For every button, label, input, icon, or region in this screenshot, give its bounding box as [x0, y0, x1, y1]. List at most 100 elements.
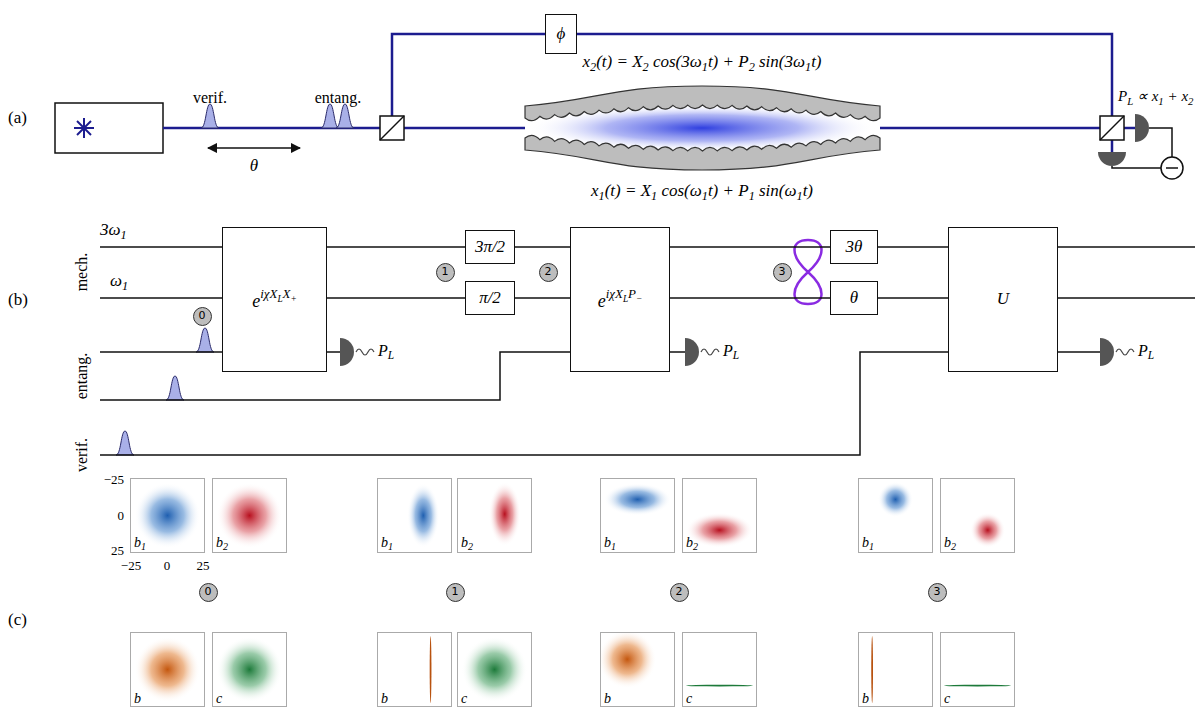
glyph-run: (c) [8, 610, 27, 629]
glyph-run: iχX [260, 286, 277, 301]
optical-path [392, 34, 545, 116]
signal-equation: PL ∝ x1 + x2 [1118, 88, 1193, 107]
quasi-distribution [859, 633, 932, 706]
glyph-run: entang. [73, 353, 90, 400]
panel-label: b1 [134, 535, 146, 552]
operator-label: 3θ [846, 238, 863, 257]
callout-number: 0 [193, 307, 212, 326]
glyph-run: 1 [797, 189, 803, 203]
glyph-run: ω [110, 271, 122, 290]
circuit-wire [670, 246, 830, 248]
wire-label: ω1 [110, 272, 128, 293]
glyph-run: 3 [934, 585, 941, 598]
circuit-line [1058, 351, 1100, 353]
swap-symbol [795, 240, 822, 304]
callout-number: 1 [436, 263, 455, 282]
glyph-run: cos(ω [657, 181, 702, 200]
axis-tick: 0 [118, 509, 125, 523]
circuit-wire [515, 297, 570, 299]
circuit-line [100, 352, 570, 400]
mirror-membrane [525, 86, 880, 121]
glyph-run: verif. [193, 89, 227, 106]
distribution-blob [970, 513, 1005, 548]
glyph-run: π/2 [479, 288, 501, 307]
operator-label: U [997, 290, 1009, 309]
glyph-run: 1 [141, 541, 146, 552]
glyph-run: 1 [869, 541, 874, 552]
panel-label: b2 [461, 535, 473, 552]
measurement-label: PL [1138, 342, 1154, 362]
glyph-run: ∝ x [1133, 88, 1158, 104]
glyph-run: b [862, 691, 869, 706]
wigner-panel: b1 [858, 478, 933, 553]
mirror-membrane [525, 135, 880, 170]
glyph-run: P [378, 342, 388, 359]
circuit-wire [878, 246, 948, 248]
distribution-blob [878, 482, 913, 517]
distribution-blob [462, 637, 528, 703]
pulse-label: verif. [193, 89, 227, 107]
panel-label: b [381, 691, 388, 706]
wigner-panel: b [130, 632, 205, 707]
distribution-blob [217, 637, 283, 703]
panel-label: b [862, 691, 869, 706]
callout-number: 2 [676, 586, 683, 598]
light-pulse [321, 104, 339, 128]
glyph-run: iχX [606, 286, 623, 301]
register-label: verif. [73, 438, 91, 472]
glyph-run: −25 [104, 472, 124, 487]
glyph-run: P [628, 286, 636, 301]
glyph-run: 1 [599, 189, 605, 203]
register-label: mech. [73, 253, 91, 292]
glyph-run: sin(3ω [755, 52, 805, 71]
glyph-run: X [283, 286, 291, 301]
laser-source [77, 121, 91, 135]
delay-arrow [208, 148, 300, 149]
glyph-run: 2 [676, 585, 683, 598]
readout-squiggle [1116, 349, 1134, 355]
callout-number: 1 [446, 583, 465, 602]
wigner-panel: b2 [212, 478, 287, 553]
glyph-run: 2 [468, 541, 473, 552]
circuit-wire [670, 297, 830, 299]
circuit-wire [327, 297, 465, 299]
glyph-run: b [686, 535, 693, 550]
distribution-blob [217, 483, 283, 549]
glyph-run: 0 [118, 508, 125, 523]
glyph-run: U [997, 289, 1009, 308]
glyph-run: t) [811, 52, 821, 71]
wigner-panel: b1 [377, 478, 452, 553]
readout-squiggle [701, 349, 719, 355]
distribution-blob [407, 483, 439, 547]
glyph-run: b [862, 535, 869, 550]
circuit-wire [327, 246, 465, 248]
circuit-line [100, 351, 222, 353]
glyph-run: 1 [442, 265, 449, 278]
callout-number: 1 [452, 586, 459, 598]
distribution-blob [135, 483, 201, 549]
operator-label: eiχXLX+ [252, 287, 297, 312]
glyph-run: θ [850, 288, 858, 307]
light-pulse [116, 104, 354, 455]
panel-label: b2 [686, 535, 698, 552]
light-pulse [336, 104, 354, 128]
mode-equation: x2(t) = X2 cos(3ω1t) + P2 sin(3ω1t) [582, 53, 821, 74]
operator-label: 3π/2 [475, 238, 505, 257]
glyph-run: + x [1164, 88, 1188, 104]
subtractor [1166, 167, 1178, 169]
glyph-run: P [723, 342, 733, 359]
operation-box: π/2 [465, 281, 515, 315]
glyph-run: 3 [779, 265, 786, 278]
glyph-run: 2 [643, 60, 649, 74]
operation-box: 3θ [830, 230, 878, 264]
glyph-run: 3ω [100, 220, 121, 239]
glyph-run: (b) [8, 290, 28, 309]
glyph-run: (t) = X [605, 181, 651, 200]
panel-label: b2 [216, 535, 228, 552]
glyph-run: θ [250, 156, 258, 175]
wigner-panel: b2 [457, 478, 532, 553]
photodetector [340, 338, 354, 366]
distribution-blob [944, 685, 1011, 687]
delay-symbol: θ [250, 157, 258, 176]
quasi-distribution [213, 633, 286, 706]
